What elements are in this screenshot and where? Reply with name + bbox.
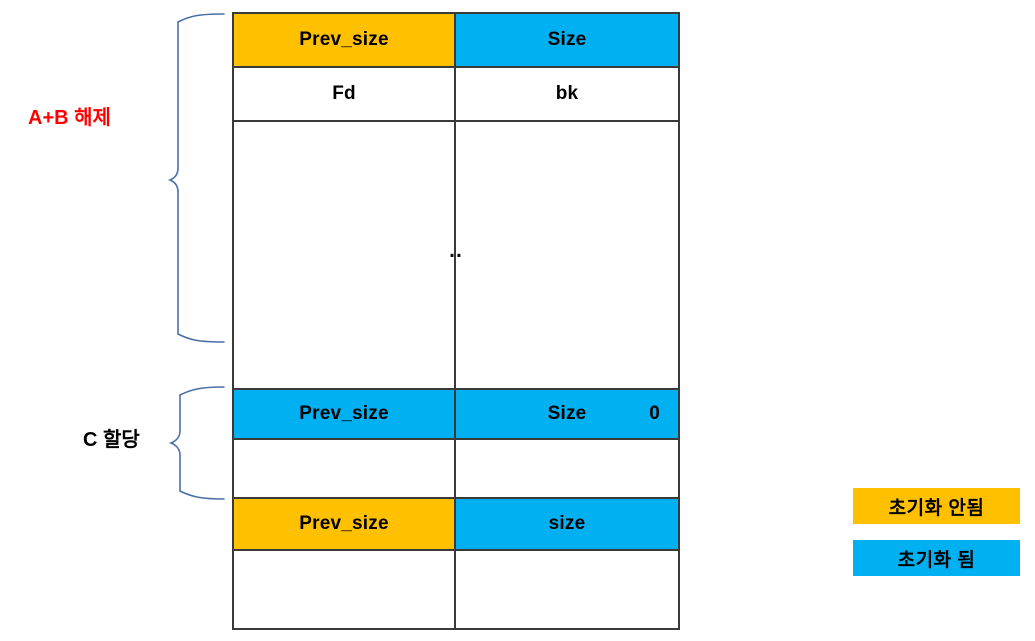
cell-body-left xyxy=(234,122,457,388)
ellipsis-dots: .. xyxy=(449,239,463,262)
cell-body-right xyxy=(456,122,678,388)
memory-chunk-table: Prev_size Size Fd bk .. Prev_size Size 0 xyxy=(232,12,680,630)
table-row: Fd bk xyxy=(234,68,678,122)
table-row-body: .. xyxy=(234,122,678,390)
cell-bk: bk xyxy=(456,68,678,120)
bracket-ab xyxy=(168,13,225,343)
cell-prev-size: Prev_size xyxy=(234,390,457,438)
cell-prev-size: Prev_size xyxy=(234,14,457,66)
table-row: Prev_size size xyxy=(234,499,678,551)
cell-fd: Fd xyxy=(234,68,457,120)
cell-prev-size: Prev_size xyxy=(234,499,457,549)
legend-uninitialized: 초기화 안됨 xyxy=(853,488,1020,524)
cell-tail-left xyxy=(234,551,457,628)
cell-size: Size 0 xyxy=(456,390,678,438)
label-ab-release: A+B 해제 xyxy=(28,107,111,129)
table-row xyxy=(234,440,678,499)
table-row: Prev_size Size 0 xyxy=(234,390,678,440)
table-row xyxy=(234,551,678,628)
cell-tail-right xyxy=(456,551,678,628)
cell-size-value: 0 xyxy=(649,403,660,424)
cell-size: Size xyxy=(456,14,678,66)
cell-empty-left xyxy=(234,440,457,497)
cell-empty-right xyxy=(456,440,678,497)
cell-size-label: Size xyxy=(547,403,587,424)
label-c-allocate: C 할당 xyxy=(83,429,140,451)
table-row: Prev_size Size xyxy=(234,14,678,68)
legend-initialized: 초기화 됨 xyxy=(853,540,1020,576)
bracket-c xyxy=(168,386,225,500)
cell-size: size xyxy=(456,499,678,549)
